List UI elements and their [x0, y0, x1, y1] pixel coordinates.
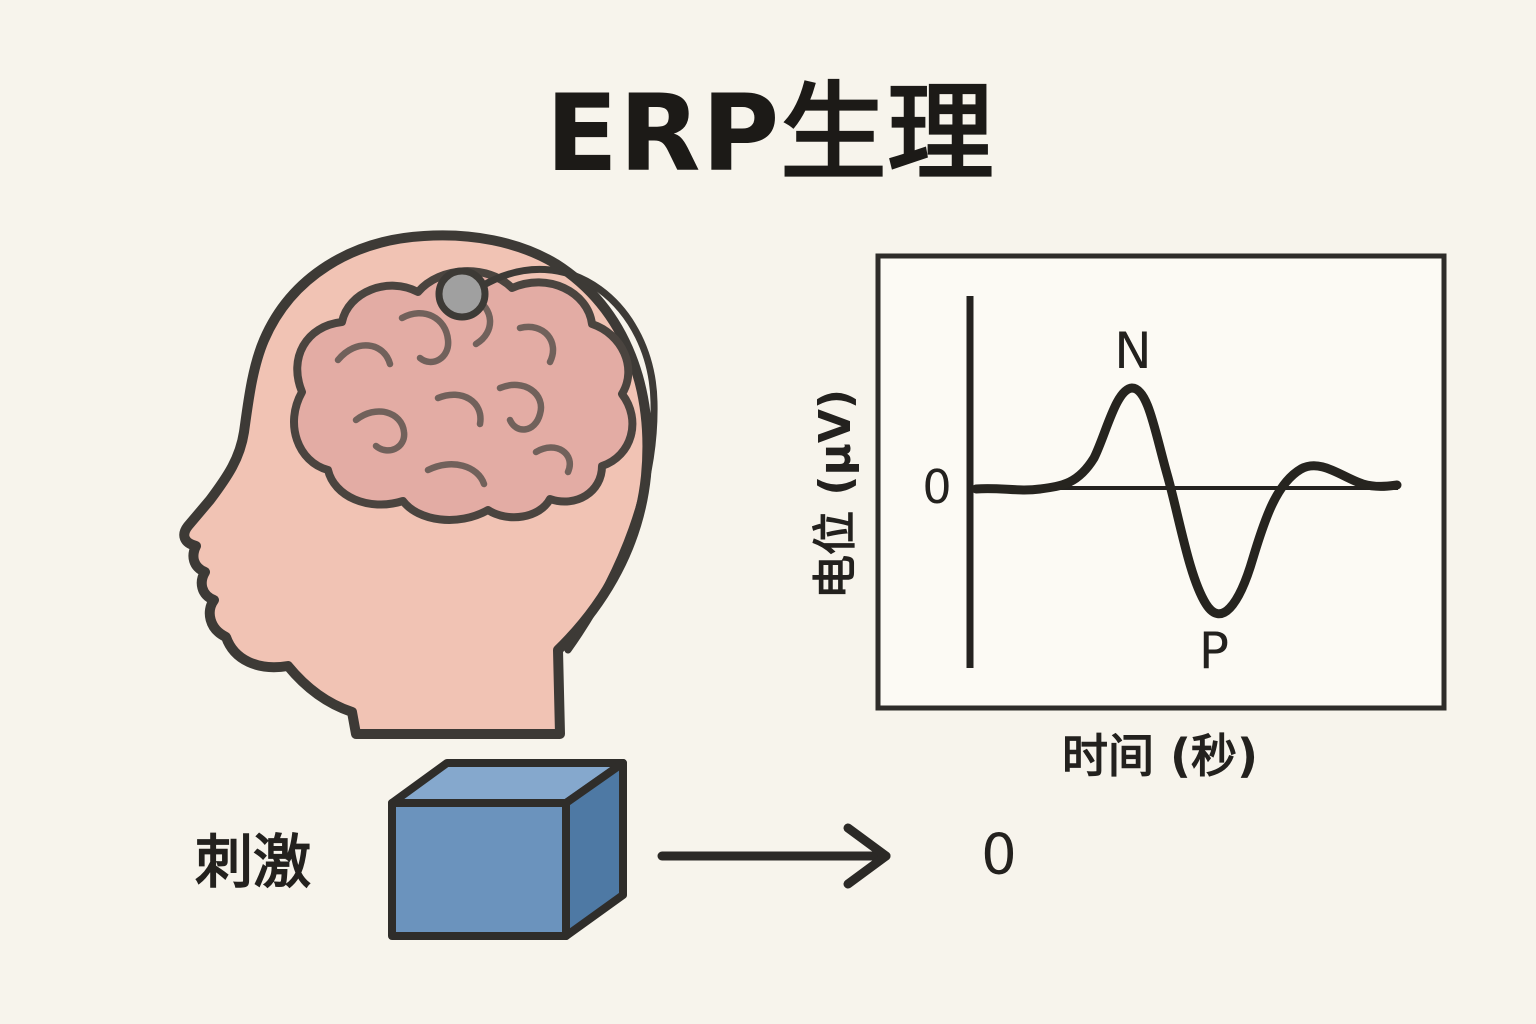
erp-waveform-chart	[875, 253, 1447, 711]
arrow-icon	[657, 823, 891, 889]
n-peak-label: N	[1114, 322, 1152, 380]
stimulus-cube-icon	[388, 759, 627, 940]
zero-tick-label: 0	[922, 460, 952, 514]
x-axis-label: 时间 (秒)	[1061, 729, 1259, 783]
cube-front-face	[388, 799, 570, 940]
arrow-head	[843, 823, 891, 889]
y-axis-label: 电位 (μV)	[810, 389, 861, 599]
head-profile-illustration	[179, 230, 658, 739]
electrode-icon	[435, 267, 489, 321]
p-peak-label: P	[1198, 622, 1230, 680]
stimulus-label: 刺激	[194, 828, 312, 896]
brain-fold-lines	[334, 294, 573, 488]
erp-waveform	[971, 383, 1402, 619]
diagram-title: ERP生理	[545, 72, 995, 195]
electrode-wire	[478, 265, 658, 654]
stimulus-onset-label: 0	[981, 822, 1017, 888]
